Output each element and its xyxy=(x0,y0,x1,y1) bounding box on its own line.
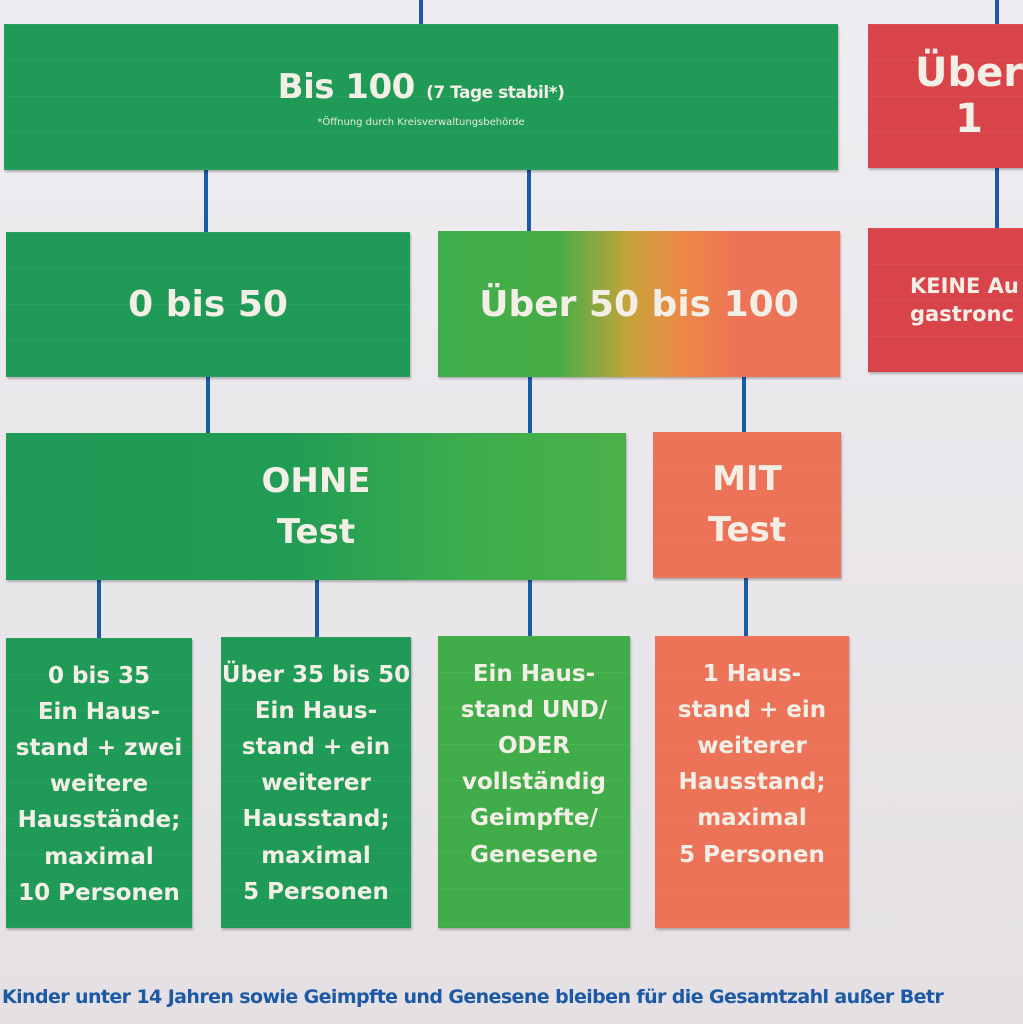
leaf2-line: 5 Personen xyxy=(243,878,389,905)
keine-line-1: KEINE Au xyxy=(910,273,1019,298)
connector-mit-to-leaf4 xyxy=(744,578,748,638)
leaf2-line: maximal xyxy=(261,842,371,869)
connector-ohne-to-leaf3 xyxy=(528,580,532,638)
leaf1-line: 0 bis 35 xyxy=(47,663,151,689)
mit-label: MIT xyxy=(712,459,782,499)
leaf3-line: ODER xyxy=(497,733,571,760)
leaf4-line: 5 Personen xyxy=(679,841,825,868)
leaf4-line: Hausstand; xyxy=(678,769,826,796)
bis-100-subtitle: (7 Tage stabil*) xyxy=(426,82,565,103)
node-0-bis-50: 0 bis 50 xyxy=(6,232,410,377)
connector-ohne-to-leaf1 xyxy=(97,580,101,638)
connector-bis100-to-ueber50 xyxy=(527,170,531,232)
footnote-text: Kinder unter 14 Jahren sowie Geimpfte un… xyxy=(2,986,944,1008)
node-ueber-50-bis-100: Über 50 bis 100 xyxy=(438,231,840,377)
leaf3-line: Geimpfte/ xyxy=(470,805,598,832)
ohne-test-label: Test xyxy=(276,511,356,552)
leaf4-line: 1 Haus- xyxy=(702,661,802,687)
node-ohne-test: OHNE Test xyxy=(6,433,626,580)
leaf3-line: Ein Haus- xyxy=(472,661,596,687)
connector-0bis50-to-ohne xyxy=(206,377,210,433)
leaf-ueber-35-bis-50: Über 35 bis 50 Ein Haus- stand + ein wei… xyxy=(221,637,411,928)
leaf-mit-test-1-hausstand: 1 Haus- stand + ein weiterer Hausstand; … xyxy=(655,636,849,928)
leaf1-line: stand + zwei xyxy=(15,735,183,762)
connector-bis100-to-0bis50 xyxy=(204,170,208,232)
node-bis-100: Bis 100 (7 Tage stabil*) *Öffnung durch … xyxy=(4,24,838,170)
node-0-bis-50-label: 0 bis 50 xyxy=(128,284,288,325)
leaf1-line: 10 Personen xyxy=(18,879,180,906)
ueber-100-label: Über 1 xyxy=(915,50,1023,142)
leaf1-line: weitere xyxy=(49,771,149,798)
leaf4-line: weiterer xyxy=(697,733,807,760)
leaf3-line: vollständig xyxy=(462,769,606,796)
leaf3-line: stand UND/ xyxy=(460,697,608,724)
node-ueber-50-bis-100-label: Über 50 bis 100 xyxy=(479,283,799,325)
connector-top-bis100 xyxy=(419,0,423,24)
node-mit-test: MIT Test xyxy=(653,432,841,578)
mit-test-label: Test xyxy=(707,510,787,550)
leaf4-line: stand + ein xyxy=(677,697,827,724)
leaf1-line: Ein Haus- xyxy=(37,699,161,726)
leaf2-line: stand + ein xyxy=(241,734,391,761)
leaf-0-bis-35: 0 bis 35 Ein Haus- stand + zwei weitere … xyxy=(6,638,192,928)
connector-ohne-to-leaf2 xyxy=(315,580,319,638)
connector-ueber50-to-mit xyxy=(742,377,746,433)
leaf2-line: weiterer xyxy=(261,770,371,797)
node-bis-100-title: Bis 100 (7 Tage stabil*) xyxy=(278,67,565,107)
leaf2-line: Hausstand; xyxy=(242,806,390,833)
leaf4-line: maximal xyxy=(697,805,807,832)
node-keine-gastronomie: KEINE Au gastronc xyxy=(868,228,1023,372)
node-ueber-100: Über 1 xyxy=(868,24,1023,168)
connector-ueber100-to-keine xyxy=(995,168,999,228)
leaf-geimpfte-genesene: Ein Haus- stand UND/ ODER vollständig Ge… xyxy=(438,636,630,928)
leaf1-line: maximal xyxy=(44,843,154,870)
leaf2-line: Ein Haus- xyxy=(254,698,378,725)
leaf3-line: Genesene xyxy=(470,841,598,868)
keine-line-2: gastronc xyxy=(910,302,1014,326)
leaf1-line: Hausstände; xyxy=(17,807,181,834)
connector-ueber50-to-ohne xyxy=(528,377,532,433)
connector-top-ueber100 xyxy=(995,0,999,24)
bis-100-label: Bis 100 xyxy=(277,66,416,107)
bis-100-footnote: *Öffnung durch Kreisverwaltungsbehörde xyxy=(317,116,525,128)
leaf2-line: Über 35 bis 50 xyxy=(221,662,411,688)
ohne-label: OHNE xyxy=(261,460,371,501)
